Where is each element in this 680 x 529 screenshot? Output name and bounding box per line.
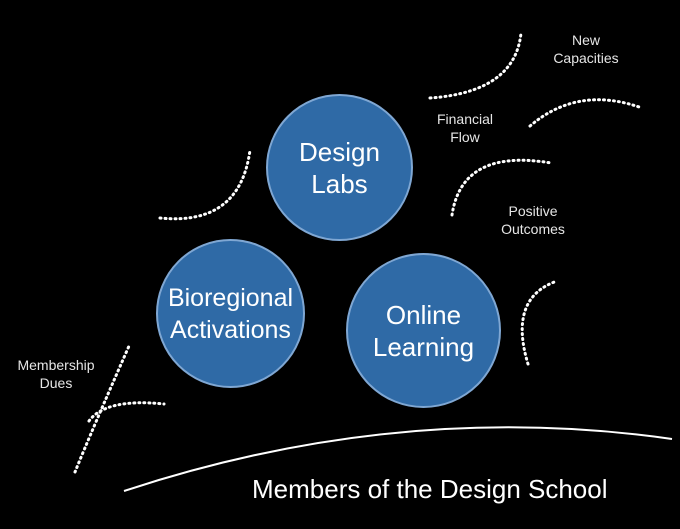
dotted-arc-membership-dues-upper — [87, 401, 166, 423]
members-base-arc — [123, 426, 673, 492]
dotted-arc-financial-flow — [450, 158, 553, 217]
dotted-arc-positive-outcomes — [520, 279, 559, 366]
design-labs-circle: Design Labs — [266, 94, 413, 241]
membership-dues-label: Membership Dues — [17, 357, 95, 391]
new-capacities-label: New Capacities — [553, 32, 619, 66]
members-of-design-school-title: Members of the Design School — [252, 474, 608, 504]
dotted-arc-membership-dues-lower — [73, 344, 131, 474]
bioregional-activations-circle: Bioregional Activations — [156, 239, 305, 388]
online-learning-circle: Online Learning — [346, 253, 501, 408]
bioregional-activations-label: Bioregional Activations — [167, 283, 294, 344]
dotted-arc-new-capacities — [428, 31, 523, 100]
dotted-arc-top-right — [528, 98, 644, 128]
positive-outcomes-label: Positive Outcomes — [501, 203, 565, 237]
design-labs-label: Design Labs — [299, 136, 380, 199]
financial-flow-label: Financial Flow — [436, 111, 494, 145]
online-learning-label: Online Learning — [372, 299, 475, 362]
dotted-arc-left-of-labs — [158, 148, 252, 221]
